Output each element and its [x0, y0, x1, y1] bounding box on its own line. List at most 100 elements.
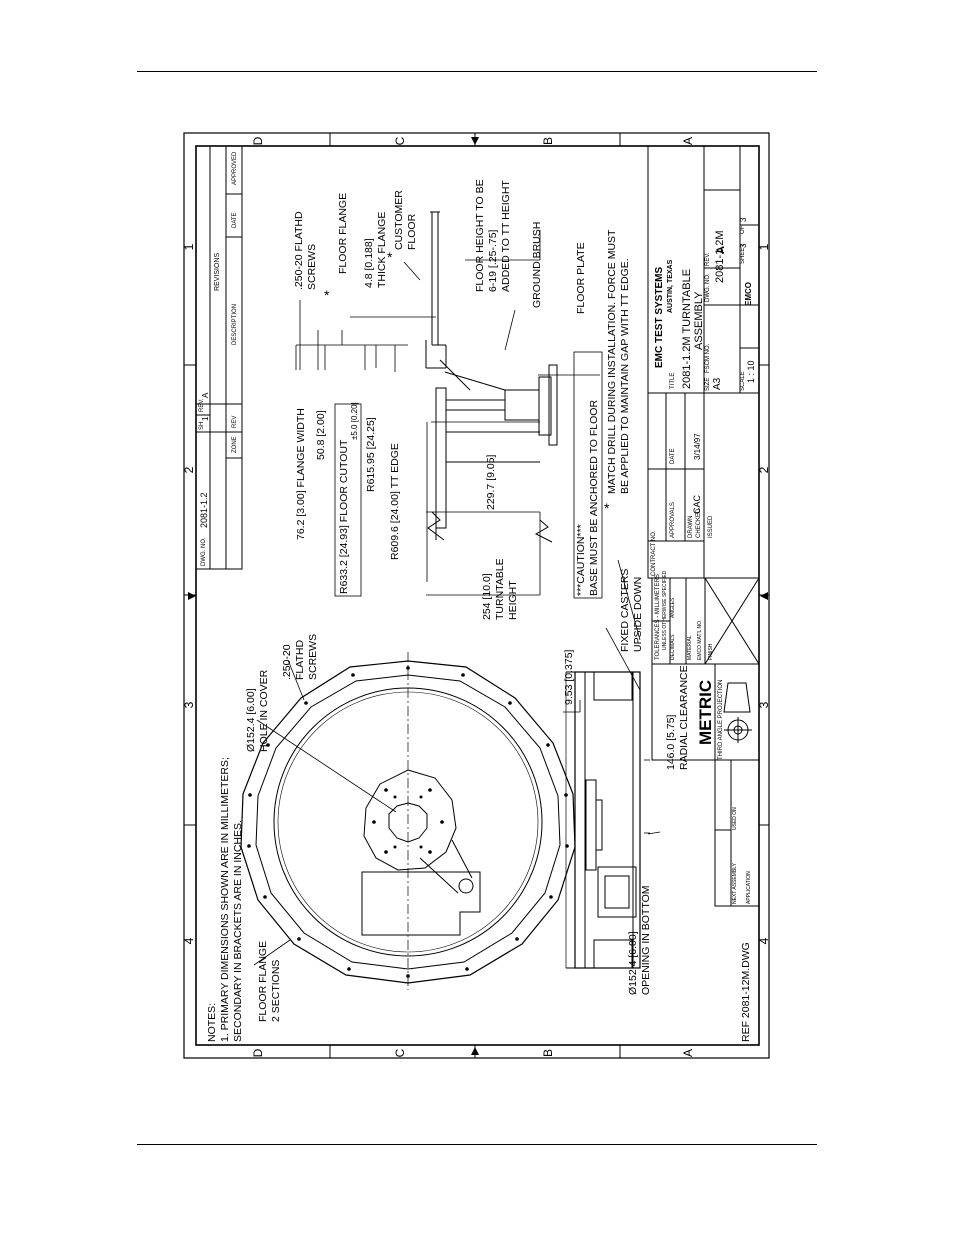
centering-arrows — [188, 137, 768, 1055]
hole-in-cover-1: Ø152.4 [6.00] — [245, 688, 257, 752]
sheet-value: 3 — [739, 243, 748, 248]
match-drill-1: MATCH DRILL DURING INSTALLATION. FORCE M… — [606, 229, 618, 494]
zone-left-1: 1 — [182, 243, 196, 250]
drawing-title-2: ASSEMBLY — [693, 291, 705, 350]
used-on-label: USED ON — [732, 807, 738, 830]
approvals-label: APPROVALS — [670, 502, 676, 538]
caution-2: BASE MUST BE ANCHORED TO FLOOR — [588, 400, 600, 596]
angles-label: ANGLES — [670, 597, 676, 618]
of-value: 3 — [739, 217, 748, 222]
turntable-height-3: HEIGHT — [507, 580, 519, 620]
size-value: A3 — [712, 377, 723, 390]
cutout-tolerance: ±5.0 [0.20] — [350, 402, 359, 440]
checked-label: CHECKED — [696, 508, 702, 538]
tolerances-label: TOLERANCES - MILLIMETERS — [655, 574, 661, 660]
tt-edge: R609.6 [24.00] TT EDGE — [389, 443, 401, 560]
caution-1: ***CAUTION*** — [575, 524, 587, 596]
plan-view — [240, 652, 576, 990]
floor-cutout: R633.2 [24.93] FLOOR CUTOUT — [338, 439, 350, 594]
thick-flange-2: THICK FLANGE — [376, 212, 388, 288]
side-view — [565, 671, 641, 969]
dim-r615-95: R615.95 [24.25] — [365, 417, 377, 492]
callout-boxes — [334, 351, 603, 599]
rev-desc-col: DESCRIPTION — [232, 304, 238, 345]
scale-label: SCALE — [740, 371, 746, 391]
fixed-casters-2: UPSIDE DOWN — [632, 577, 644, 652]
zone-top-b: B — [541, 137, 555, 145]
rev-label: REV. — [705, 252, 711, 266]
flathd-screws-top-2: SCREWS — [306, 244, 318, 290]
rev-rev-col: REV — [232, 416, 238, 428]
zone-right-4: 4 — [757, 937, 771, 944]
zone-left-4: 4 — [182, 937, 196, 944]
company-location: AUSTIN, TEXAS — [667, 259, 674, 313]
drawn-value: CAC — [692, 494, 702, 514]
asterisk-markers: * * * — [324, 249, 610, 516]
issued-label: ISSUED — [708, 515, 714, 538]
contract-label: CONTRACT NO. — [651, 530, 657, 576]
drive-plate — [361, 871, 481, 936]
svg-text:*: * — [604, 500, 610, 516]
svg-text:*: * — [387, 249, 393, 265]
dimension-lines — [253, 230, 661, 966]
zone-bottom-c: C — [393, 1048, 407, 1057]
revisions-header: REVISIONS — [214, 253, 221, 291]
rev-rev-label: REV. — [199, 398, 205, 412]
floor-height-3: ADDED TO TT HEIGHT — [500, 180, 512, 292]
title-block — [647, 145, 760, 907]
rev-dwgno-label: DWG. NO. — [201, 537, 207, 566]
turntable-height-1: 254 [10.0] — [481, 573, 493, 620]
floor-flange-label: FLOOR FLANGE — [337, 193, 349, 274]
fscm-label: FSCM NO. — [705, 343, 711, 373]
ground-hole — [458, 878, 474, 894]
scale-value: 1 : 10 — [746, 360, 756, 383]
drawn-label: DRAWN — [688, 516, 694, 538]
emco-matl-label: EMCO MAT'L NO. — [697, 620, 703, 660]
zone-right-3: 3 — [757, 701, 771, 708]
header-rule — [137, 71, 817, 72]
zone-bottom-d: D — [251, 1048, 265, 1057]
zone-left-3: 3 — [182, 701, 196, 708]
unless-label: UNLESS OTHERWISE SPECIFIED — [662, 570, 668, 650]
flathd-screws-3: SCREWS — [307, 634, 319, 680]
zone-left-2: 2 — [182, 466, 196, 473]
application-label: APPLICATION — [746, 871, 752, 904]
emco-value: EMCO — [744, 282, 753, 306]
opening-in-bottom-1: Ø152.4 [6.00] — [627, 931, 639, 995]
flathd-screws-1: .250-20 — [281, 644, 293, 680]
next-assembly-label: NEXT ASSEMBLY — [732, 862, 738, 904]
zone-bottom-a: A — [681, 1049, 695, 1057]
dwgno-value: 2081-1.2M — [714, 230, 726, 283]
zone-top-a: A — [681, 137, 695, 145]
dim-229-7: 229.7 [9.05] — [485, 454, 497, 510]
sheet-label: SHEET — [740, 244, 746, 264]
title-label: TITLE — [670, 373, 676, 389]
projection-symbol — [723, 682, 752, 743]
floor-plate: FLOOR PLATE — [575, 242, 587, 314]
ground-brush: GROUND BRUSH — [531, 222, 543, 308]
match-drill-2: BE APPLIED TO MAINTAIN GAP WITH TT EDGE. — [619, 258, 631, 494]
rev-date-col: DATE — [232, 212, 238, 228]
rev-rev: A — [201, 392, 210, 398]
svg-text:*: * — [324, 287, 330, 303]
drawing-title-1: 2081-1.2M TURNTABLE — [681, 269, 693, 389]
radial-clearance-1: 146.0 [5.75] — [665, 714, 677, 770]
footer-rule — [137, 1144, 817, 1145]
size-label: SIZE — [705, 378, 711, 391]
dwgno-label: DWG. NO. — [705, 273, 711, 302]
dim-50-8: 50.8 [2.00] — [315, 410, 327, 460]
ref-dwg: REF 2081-12M.DWG — [740, 942, 752, 1042]
notes-line-2: SECONDARY IN BRACKETS ARE IN INCHES. — [232, 820, 244, 1042]
zone-top-c: C — [393, 136, 407, 145]
floor-height-1: FLOOR HEIGHT TO BE — [474, 179, 486, 292]
decimals-label: DECIMALS — [670, 634, 676, 660]
zone-bottom-b: B — [541, 1049, 555, 1057]
rev-sh-label: SH — [199, 422, 205, 430]
rev-sh: 1 — [201, 416, 210, 421]
fixed-casters-1: FIXED CASTERS — [619, 569, 631, 652]
rev-value: A — [715, 246, 727, 254]
customer-floor-2: FLOOR — [406, 213, 418, 250]
material-label: MATERIAL — [687, 635, 693, 660]
customer-floor-1: CUSTOMER — [393, 190, 405, 250]
